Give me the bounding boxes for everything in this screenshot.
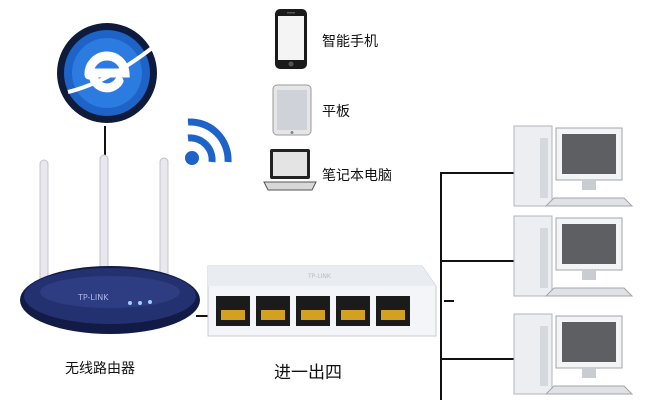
desktop-computer-icon — [513, 313, 634, 395]
svg-text:TP-LINK: TP-LINK — [77, 293, 109, 302]
smartphone-label: 智能手机 — [322, 34, 378, 50]
laptop-icon — [263, 149, 317, 191]
wireless-router: TP-LINK — [18, 150, 208, 335]
tablet-label: 平板 — [322, 104, 350, 120]
desktop-computer-2 — [512, 214, 634, 300]
desktop-computer-icon — [513, 215, 634, 297]
smartphone — [274, 8, 308, 70]
desktop-branch-cable-3 — [440, 358, 514, 360]
desktop-computer-icon — [513, 125, 634, 207]
wifi-signal — [180, 108, 242, 170]
router-label: 无线路由器 — [65, 361, 135, 377]
smartphone-icon — [275, 9, 307, 69]
internet-globe — [54, 20, 160, 126]
router-switch-cable — [196, 315, 208, 317]
switch-label: 进一出四 — [274, 363, 342, 383]
tablet — [272, 84, 312, 136]
wireless-router-icon: TP-LINK — [20, 154, 200, 334]
desktop-branch-cable-1 — [440, 172, 514, 174]
desktop-branch-cable-2 — [440, 260, 514, 262]
tablet-icon — [272, 84, 312, 136]
network-switch-icon: TP-LINK — [207, 265, 437, 337]
desktop-computer-3 — [512, 312, 634, 398]
laptop — [262, 148, 318, 194]
wifi-signal-icon — [185, 118, 232, 165]
internet-cable — [104, 126, 106, 160]
laptop-label: 笔记本电脑 — [322, 168, 392, 184]
desktop-bus-cable — [440, 172, 442, 400]
desktop-computer-1 — [512, 124, 634, 210]
network-switch: TP-LINK — [198, 262, 446, 344]
svg-text:TP-LINK: TP-LINK — [307, 273, 332, 280]
switch-desktop-cable — [444, 300, 454, 302]
internet-explorer-icon — [57, 23, 157, 123]
